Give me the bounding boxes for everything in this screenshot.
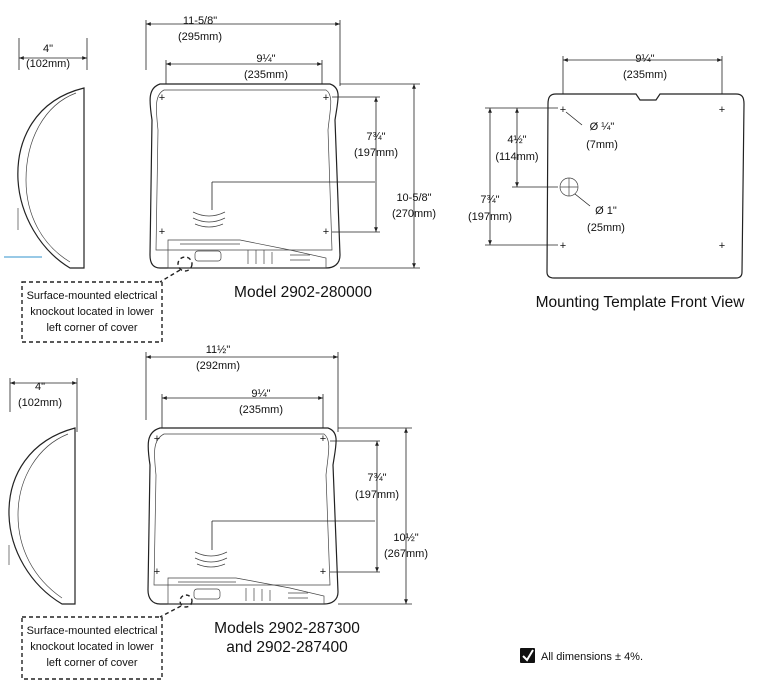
- top-note-line-2: knockout located in lower: [30, 306, 154, 318]
- bottom-hole-height-mm: (197mm): [355, 489, 399, 501]
- bottom-hole-height: 7¾": [367, 472, 386, 484]
- tolerance-text: All dimensions ± 4%.: [541, 651, 643, 663]
- svg-text:+: +: [320, 566, 326, 578]
- template-hole-width: 9¼": [635, 53, 654, 65]
- top-caption: Model 2902-280000: [234, 284, 372, 301]
- svg-text:+: +: [154, 433, 160, 445]
- bottom-caption-line-2: and 2902-287400: [226, 639, 348, 656]
- top-hole-width: 9¼": [256, 53, 275, 65]
- top-note-line-1: Surface-mounted electrical: [27, 290, 158, 302]
- bottom-overall-width-mm: (292mm): [196, 360, 240, 372]
- template-hole-width-mm: (235mm): [623, 69, 667, 81]
- bottom-side-width-mm: (102mm): [18, 397, 62, 409]
- template-vert-to-knockout: 4½": [507, 134, 526, 146]
- bottom-side-view: 4" (102mm): [8, 378, 78, 605]
- top-hole-height-mm: (197mm): [354, 147, 398, 159]
- bottom-side-width: 4": [35, 381, 45, 393]
- top-hole-height: 7¾": [366, 131, 385, 143]
- top-knockout-callout: Surface-mounted electrical knockout loca…: [21, 256, 193, 343]
- bottom-note-line-3: left corner of cover: [46, 657, 137, 669]
- svg-text:+: +: [719, 104, 725, 116]
- svg-text:+: +: [159, 226, 165, 238]
- bottom-caption-line-1: Models 2902-287300: [214, 620, 360, 637]
- top-hole-width-mm: (235mm): [244, 69, 288, 81]
- svg-text:+: +: [719, 240, 725, 252]
- template-hole-height-mm: (197mm): [468, 211, 512, 223]
- top-overall-height: 10-5/8": [396, 192, 431, 204]
- top-side-width-mm: (102mm): [26, 58, 70, 70]
- bottom-overall-height-mm: (267mm): [384, 548, 428, 560]
- bottom-note-line-1: Surface-mounted electrical: [27, 625, 158, 637]
- template-small-diameter-mm: (7mm): [586, 139, 618, 151]
- bottom-hole-width-mm: (235mm): [239, 404, 283, 416]
- mounting-template: 9¼" (235mm) + + + + Ø ¼" (7mm) Ø 1" (25m…: [468, 53, 745, 279]
- bottom-front-view: 11½" (292mm) 9¼" (235mm) + + + + 7¾" (19…: [145, 344, 428, 605]
- bottom-overall-width: 11½": [206, 344, 231, 356]
- bottom-note-line-2: knockout located in lower: [30, 641, 154, 653]
- top-note-line-3: left corner of cover: [46, 322, 137, 334]
- top-side-width: 4": [43, 43, 53, 55]
- tolerance-note: All dimensions ± 4%.: [520, 648, 643, 663]
- top-overall-width: 11-5/8": [183, 15, 217, 27]
- template-caption: Mounting Template Front View: [536, 294, 746, 311]
- svg-text:+: +: [323, 226, 329, 238]
- svg-text:+: +: [320, 433, 326, 445]
- top-side-view: 4" (102mm): [4, 38, 88, 269]
- top-front-view: 11-5/8" (295mm) 9¼" (235mm) + + + + 7¾: [145, 15, 436, 269]
- template-large-diameter-mm: (25mm): [587, 222, 625, 234]
- template-large-diameter: Ø 1": [595, 205, 617, 217]
- top-overall-width-mm: (295mm): [178, 31, 222, 43]
- svg-text:+: +: [560, 240, 566, 252]
- svg-text:+: +: [323, 92, 329, 104]
- template-vert-to-knockout-mm: (114mm): [495, 151, 538, 163]
- svg-text:+: +: [154, 566, 160, 578]
- svg-text:+: +: [560, 104, 566, 116]
- bottom-knockout-callout: Surface-mounted electrical knockout loca…: [21, 594, 193, 680]
- template-small-diameter: Ø ¼": [590, 121, 615, 133]
- bottom-hole-width: 9¼": [251, 388, 270, 400]
- bottom-overall-height: 10½": [393, 532, 418, 544]
- template-hole-height: 7¾": [480, 194, 499, 206]
- svg-text:+: +: [159, 92, 165, 104]
- top-overall-height-mm: (270mm): [392, 208, 436, 220]
